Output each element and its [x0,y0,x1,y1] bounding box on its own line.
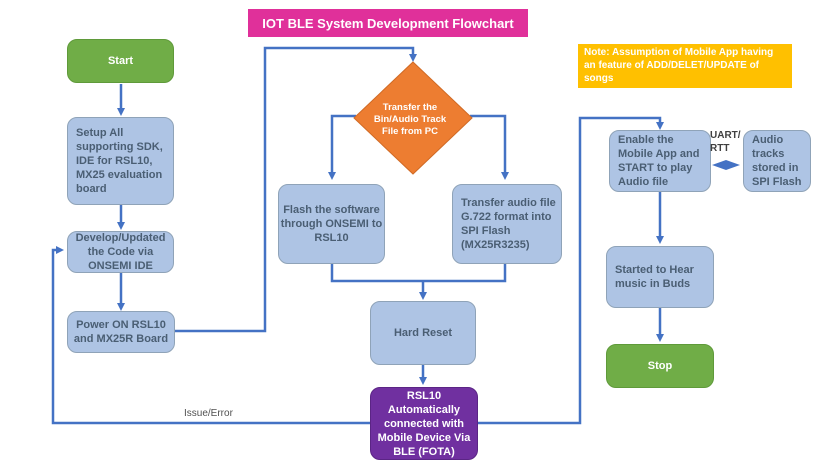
edge-decision-flash [328,114,356,180]
hard-reset-node[interactable]: Hard Reset [370,301,476,365]
edge-rsl10-enable [478,116,664,425]
transfer-decision-label: Transfer the Bin/Audio Track File from P… [373,102,447,137]
power-on-label: Power ON RSL10 and MX25R Board [73,319,169,345]
transfer-audio-label: Transfer audio file G.722 format into SP… [461,197,556,251]
audio-tracks-node[interactable]: Audio tracks stored in SPI Flash [743,130,811,192]
edge-power-decision [175,46,417,333]
edge-decision-transfer [470,114,509,180]
stop-node[interactable]: Stop [606,344,714,388]
enable-app-node[interactable]: Enable the Mobile App and START to play … [609,130,711,192]
issue-error-label: Issue/Error [184,408,233,419]
audio-tracks-label: Audio tracks stored in SPI Flash [752,134,802,188]
uart-connector [712,160,740,170]
transfer-audio-node[interactable]: Transfer audio file G.722 format into SP… [452,184,562,264]
flash-software-label: Flash the software through ONSEMI to RSL… [280,204,383,244]
flash-software-node[interactable]: Flash the software through ONSEMI to RSL… [278,184,385,264]
develop-label: Develop/Updated the Code via ONSEMI IDE [75,232,166,272]
hard-reset-label: Hard Reset [393,327,453,339]
start-label: Start [107,55,134,67]
assumption-note: Note: Assumption of Mobile App having an… [578,44,792,88]
rsl10-connected-label: RSL10 Automatically connected with Mobil… [377,389,471,458]
power-on-node[interactable]: Power ON RSL10 and MX25R Board [67,311,175,353]
page-title: IOT BLE System Development Flowchart [248,9,528,37]
hear-music-node[interactable]: Started to Hear music in Buds [606,246,714,308]
setup-label: Setup All supporting SDK, IDE for RSL10,… [76,127,163,195]
edge-rsl10-issue-develop [51,246,370,425]
start-node[interactable]: Start [67,39,174,83]
develop-node[interactable]: Develop/Updated the Code via ONSEMI IDE [67,231,174,273]
setup-node[interactable]: Setup All supporting SDK, IDE for RSL10,… [67,117,174,205]
uart-rtt-label: UART/ RTT [710,130,741,154]
edge-flash-merge [330,263,507,283]
stop-label: Stop [647,360,673,372]
decision-diamond [353,61,473,175]
rsl10-connected-node[interactable]: RSL10 Automatically connected with Mobil… [370,387,478,460]
hear-music-label: Started to Hear music in Buds [615,264,694,290]
enable-app-label: Enable the Mobile App and START to play … [618,134,700,188]
